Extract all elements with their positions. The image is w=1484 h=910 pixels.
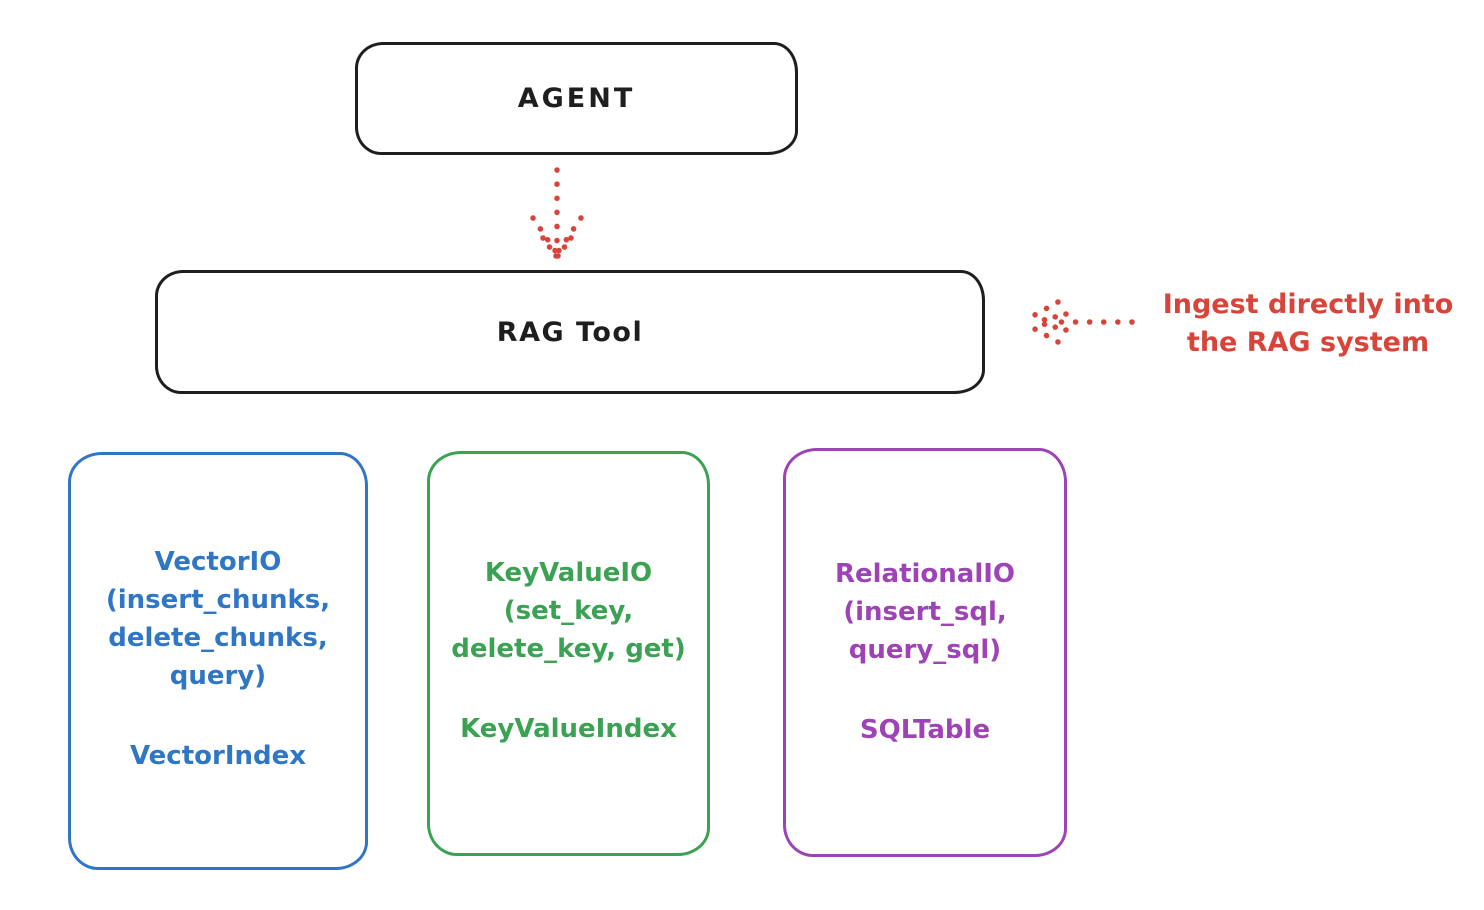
agent-to-rag-arrow [530,167,584,259]
rag-tool-node-label: RAG Tool [496,316,644,348]
vector-io-title: VectorIO [154,547,282,577]
ingest-annotation: Ingest directly into the RAG system [1140,286,1476,362]
agent-node-label: AGENT [517,83,636,114]
vector-index-label: VectorIndex [129,741,307,771]
keyvalue-io-signature: KeyValueIO (set_key, delete_key, get) [451,554,686,668]
vector-io-signature: VectorIO (insert_chunks, delete_chunks, … [106,543,330,695]
ingest-annotation-line1: Ingest directly into [1162,289,1454,320]
agent-node: AGENT [355,42,798,155]
vector-io-node: VectorIO (insert_chunks, delete_chunks, … [68,452,368,870]
keyvalue-io-title: KeyValueIO [484,558,653,588]
keyvalue-io-arg-line: (set_key, [503,596,634,626]
keyvalue-index-label: KeyValueIndex [460,714,677,744]
keyvalue-io-node: KeyValueIO (set_key, delete_key, get) Ke… [427,451,710,856]
relational-io-title: RelationalIO [834,559,1016,589]
keyvalue-io-arg-line: delete_key, get) [451,634,686,664]
vector-io-arg-line: (insert_chunks, [105,585,331,615]
annotation-to-rag-arrow [1021,299,1135,345]
relational-io-arg-line: (insert_sql, [843,597,1007,627]
vector-io-arg-line: query) [169,661,267,691]
rag-tool-node: RAG Tool [155,270,985,394]
relational-io-signature: RelationalIO (insert_sql, query_sql) [835,555,1015,669]
sql-table-label: SQLTable [859,715,991,745]
ingest-annotation-line2: the RAG system [1186,327,1430,358]
vector-io-arg-line: delete_chunks, [108,623,328,653]
relational-io-node: RelationalIO (insert_sql, query_sql) SQL… [783,448,1067,857]
relational-io-arg-line: query_sql) [848,635,1002,665]
